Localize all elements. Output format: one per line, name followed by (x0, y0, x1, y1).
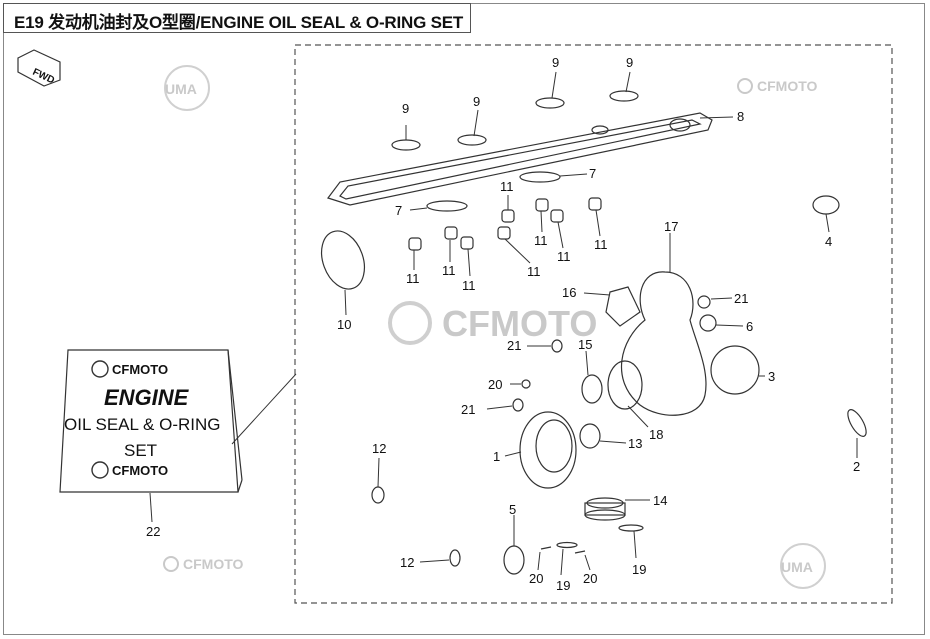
part-7-seal-left (426, 200, 468, 212)
kit-box-line2: OIL SEAL & O-RING (64, 415, 221, 434)
callout-3: 3 (768, 369, 775, 384)
callout-11: 11 (406, 271, 420, 286)
callout-6: 6 (746, 319, 753, 334)
callout-11: 11 (594, 237, 608, 252)
part-10-o-ring (320, 230, 366, 290)
cfmoto-watermark-center: CFMOTO (388, 301, 597, 345)
callout-11: 11 (442, 263, 456, 278)
callout-2: 2 (853, 459, 860, 474)
callout-9: 9 (626, 55, 633, 70)
callout-21: 21 (734, 291, 748, 306)
callout-21: 21 (461, 402, 475, 417)
part-2-o-ring (847, 409, 867, 437)
kit-box-line1: ENGINE (104, 385, 190, 410)
svg-text:CFMOTO: CFMOTO (757, 78, 818, 94)
cfmoto-watermark-top-right: CFMOTO (737, 78, 818, 94)
part-19-20-small-rings (540, 524, 644, 554)
callout-numbers: 9 9 9 9 8 7 7 4 10 11 11 11 11 11 11 11 … (146, 55, 860, 593)
part-12-o-ring-lower (449, 549, 461, 567)
part-16-gasket (605, 286, 641, 327)
callout-22: 22 (146, 524, 160, 539)
leader-lines (344, 71, 858, 576)
callout-20: 20 (529, 571, 543, 586)
part-17-cover-gasket (620, 271, 707, 416)
dashed-region (294, 44, 893, 604)
part-7-seal-right (519, 171, 561, 183)
callout-18: 18 (649, 427, 663, 442)
callout-11: 11 (500, 179, 514, 194)
part-8-cover-gasket (327, 112, 713, 206)
part-13-o-ring (579, 423, 601, 449)
cfmoto-watermark-bottom-left: CFMOTO (163, 556, 244, 572)
svg-text:CFMOTO: CFMOTO (183, 556, 244, 572)
kit-box-brand-top: CFMOTO (112, 362, 168, 377)
callout-11: 11 (534, 233, 548, 248)
title-box: E19 发动机油封及O型圈/ENGINE OIL SEAL & O-RING S… (3, 3, 471, 33)
part-4-shaft-seal (812, 195, 840, 215)
svg-text:UMA: UMA (165, 81, 197, 97)
callout-10: 10 (337, 317, 351, 332)
part-12-o-ring-upper (371, 486, 385, 504)
part-21-o-ring-mid (551, 339, 563, 353)
svg-text:UMA: UMA (781, 559, 813, 575)
callout-4: 4 (825, 234, 832, 249)
part-9-plug-seals (391, 90, 639, 151)
part-6-o-ring (699, 314, 717, 332)
callout-7: 7 (395, 203, 402, 218)
callout-13: 13 (628, 436, 642, 451)
uma-watermark-bottom: UMA (780, 543, 826, 589)
callout-1: 1 (493, 449, 500, 464)
callout-8: 8 (737, 109, 744, 124)
callout-11: 11 (462, 278, 476, 293)
callout-9: 9 (402, 101, 409, 116)
callout-15: 15 (578, 337, 592, 352)
part-11-valve-seals (408, 197, 602, 251)
callout-12: 12 (400, 555, 414, 570)
part-20-ring (521, 379, 531, 389)
callout-14: 14 (653, 493, 667, 508)
kit-box-brand-bottom: CFMOTO (112, 463, 168, 478)
part-18-o-ring (607, 360, 643, 410)
kit-box: CFMOTO ENGINE OIL SEAL & O-RING SET CFMO… (59, 349, 243, 493)
part-3-o-ring (710, 345, 760, 395)
part-21-o-ring-right (697, 295, 711, 309)
page-title: E19 发动机油封及O型圈/ENGINE OIL SEAL & O-RING S… (14, 13, 464, 32)
callout-19: 19 (632, 562, 646, 577)
callout-11: 11 (557, 249, 571, 264)
part-1-crank-seal (519, 411, 577, 489)
part-14-seal (584, 497, 626, 521)
fwd-arrow-icon: FWD (17, 49, 61, 87)
part-21-o-ring-left (512, 398, 524, 412)
callout-11: 11 (527, 264, 541, 279)
callout-9: 9 (473, 94, 480, 109)
callout-21: 21 (507, 338, 521, 353)
part-15-seal (581, 374, 603, 404)
callout-7: 7 (589, 166, 596, 181)
callout-12: 12 (372, 441, 386, 456)
callout-5: 5 (509, 502, 516, 517)
callout-19: 19 (556, 578, 570, 593)
callout-17: 17 (664, 219, 678, 234)
uma-watermark-top: UMA (164, 65, 210, 111)
kit-box-line3: SET (124, 441, 157, 460)
svg-text:CFMOTO: CFMOTO (442, 303, 597, 344)
callout-20: 20 (583, 571, 597, 586)
callout-20: 20 (488, 377, 502, 392)
part-5-seal (503, 545, 525, 575)
callout-9: 9 (552, 55, 559, 70)
callout-16: 16 (562, 285, 576, 300)
kit-box-leader (231, 373, 297, 445)
